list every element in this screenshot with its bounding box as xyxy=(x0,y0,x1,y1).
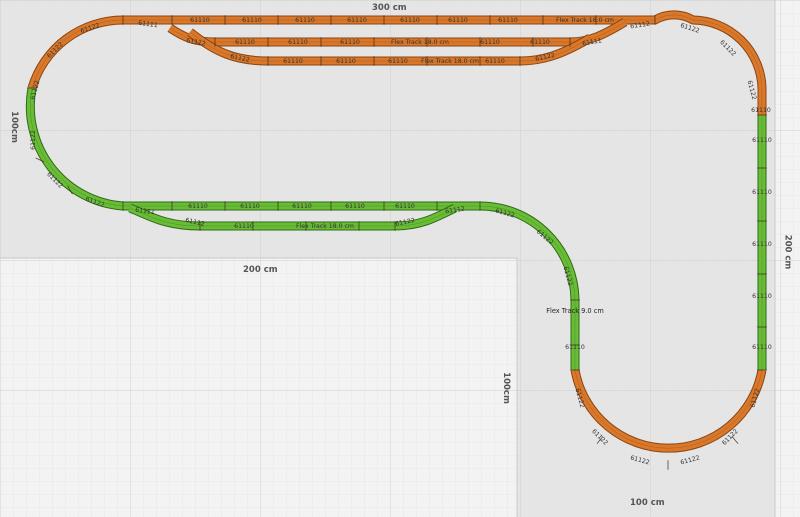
region-border xyxy=(0,257,518,517)
label-straight: 61110 xyxy=(498,17,518,24)
track-joint xyxy=(35,157,45,163)
label-straight: 61110 xyxy=(190,17,210,24)
label-flex-top: Flex Track 18.0 cm xyxy=(556,17,614,24)
label-straight: 61110 xyxy=(235,39,255,46)
label-straight: 61110 xyxy=(400,17,420,24)
label-curve: 61122 xyxy=(395,217,416,228)
label-straight: 61110 xyxy=(752,293,772,300)
label-straight: 61110 xyxy=(295,17,315,24)
label-curve: 61122 xyxy=(230,53,251,64)
label-straight: 61110 xyxy=(752,241,772,248)
label-switch: 61112 xyxy=(185,217,206,228)
label-curve: 61122 xyxy=(30,130,37,150)
label-flex-right: Flex Track 9.0 cm xyxy=(546,307,604,315)
label-straight: 61110 xyxy=(188,203,208,210)
label-straight: 61110 xyxy=(234,223,254,230)
label-curve: 61122 xyxy=(750,388,762,409)
label-switch: 61112 xyxy=(186,37,207,47)
label-straight: 61110 xyxy=(751,107,771,114)
label-flex-mid-green: Flex Track 18.0 cm xyxy=(296,223,354,230)
dim-right: 200 cm xyxy=(782,234,793,270)
label-straight: 61110 xyxy=(752,344,772,351)
label-curve: 61122 xyxy=(494,208,515,220)
orange-left-upper-curve[interactable] xyxy=(27,15,124,90)
label-straight: 61110 xyxy=(752,189,772,196)
label-straight: 61110 xyxy=(288,39,308,46)
label-flex-inner: Flex Track 18.0 cm xyxy=(421,58,479,65)
label-curve: 61122 xyxy=(574,388,586,409)
label-straight: 61110 xyxy=(752,137,772,144)
label-straight: 61110 xyxy=(240,203,260,210)
label-straight: 61110 xyxy=(345,203,365,210)
label-straight: 61110 xyxy=(480,39,500,46)
label-straight: 61110 xyxy=(340,39,360,46)
label-straight: 61110 xyxy=(347,17,367,24)
label-curve: 61122 xyxy=(680,455,701,467)
label-switch: 61111 xyxy=(135,207,156,217)
label-straight: 61110 xyxy=(530,39,550,46)
label-switch: 61111 xyxy=(582,37,603,47)
label-curve: 61122 xyxy=(629,455,650,467)
label-straight: 61110 xyxy=(283,58,303,65)
label-straight: 61110 xyxy=(242,17,262,24)
green-middle-siding[interactable] xyxy=(128,203,458,231)
label-straight: 61110 xyxy=(292,203,312,210)
label-curve: 61122 xyxy=(535,52,556,63)
label-switch: 61112 xyxy=(445,206,466,216)
label-curve: 61122 xyxy=(30,80,42,101)
label-curve: 61122 xyxy=(562,266,574,287)
label-straight: 61110 xyxy=(485,58,505,65)
label-flex-mid: Flex Track 18.0 cm xyxy=(391,39,449,46)
label-straight: 61110 xyxy=(388,58,408,65)
tracks-layer xyxy=(25,10,767,470)
orange-bottom-loop[interactable] xyxy=(570,369,767,453)
dim-middle: 200 cm xyxy=(243,265,278,275)
orange-middle-siding[interactable] xyxy=(167,18,628,47)
label-switch: 61112 xyxy=(630,21,651,31)
dim-top: 300 cm xyxy=(372,3,407,13)
label-straight: 61110 xyxy=(565,344,585,351)
track-joint xyxy=(67,185,73,195)
track-joint xyxy=(731,436,739,444)
orange-top-mainline[interactable] xyxy=(123,10,767,115)
label-switch: 61111 xyxy=(138,20,159,30)
dim-left: 100cm xyxy=(8,111,19,143)
track-joint xyxy=(596,436,604,444)
label-curve: 61122 xyxy=(746,80,758,101)
dim-inner-vertical: 100cm xyxy=(500,372,511,404)
label-straight: 61110 xyxy=(395,203,415,210)
label-straight: 61110 xyxy=(448,17,468,24)
dim-bottom: 100 cm xyxy=(630,498,665,508)
label-straight: 61110 xyxy=(336,58,356,65)
